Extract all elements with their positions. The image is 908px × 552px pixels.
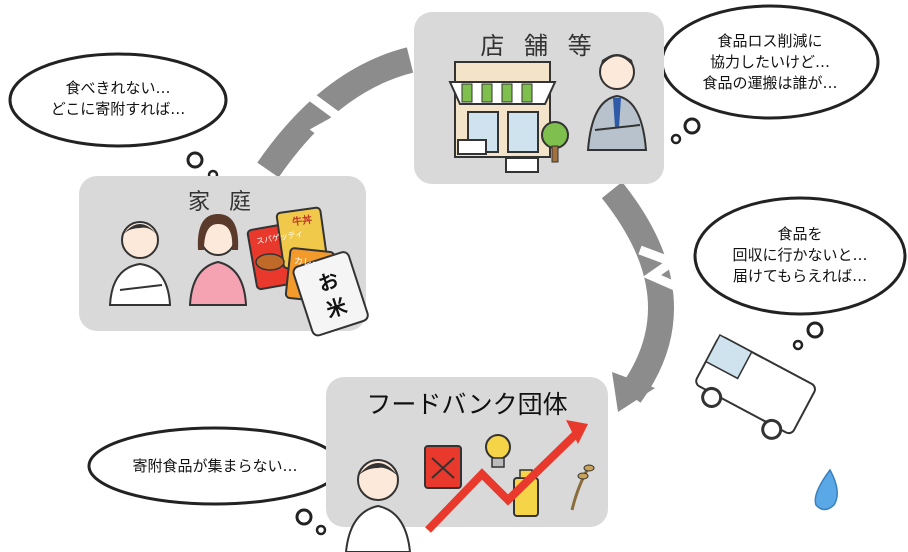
shop-title: 店 舗 等 — [480, 32, 598, 60]
bubble-foodbank — [87, 426, 343, 536]
beef-bowl-label: 牛丼 — [291, 214, 313, 229]
transport-bubble-text: 食品を 回収に行かないと… 届けてもらえれば… — [700, 224, 900, 287]
break-mark-right — [638, 245, 686, 295]
arc-home-to-shop — [257, 47, 414, 178]
break-mark-left — [307, 92, 351, 156]
home-bubble-line-1: 食べきれない… — [65, 79, 171, 97]
foodbank-title: フードバンク団体 — [366, 390, 568, 419]
bubble-shop — [660, 4, 880, 145]
shop-bubble-line-1: 食品ロス削減に — [717, 32, 823, 50]
shop-bubble-text: 食品ロス削減に 協力したいけど… 食品の運搬は誰が… — [668, 31, 872, 94]
home-bubble-text: 食べきれない… どこに寄附すれば… — [15, 78, 221, 120]
arc-shop-to-foodbank — [601, 181, 674, 403]
home-panel: 家 庭 — [79, 176, 366, 331]
foodbank-panel: フードバンク団体 — [326, 377, 608, 527]
home-bubble-line-2: どこに寄附すれば… — [50, 100, 186, 118]
transport-bubble-line-1: 食品を — [777, 225, 823, 243]
foodbank-bubble-line-1: 寄附食品が集まらない… — [132, 457, 298, 475]
shop-bubble-line-2: 協力したいけど… — [709, 53, 830, 71]
arrow-head-foodbank — [612, 372, 655, 412]
foodbank-bubble-text: 寄附食品が集まらない… — [95, 456, 335, 477]
curry-label: カレー — [293, 256, 322, 270]
transport-bubble-line-2: 回収に行かないと… — [732, 246, 868, 264]
home-title: 家 庭 — [188, 190, 257, 215]
shop-bubble-line-3: 食品の運搬は誰が… — [702, 74, 838, 92]
transport-bubble-line-3: 届けてもらえれば… — [732, 267, 868, 285]
shop-panel: 店 舗 等 — [414, 12, 664, 184]
